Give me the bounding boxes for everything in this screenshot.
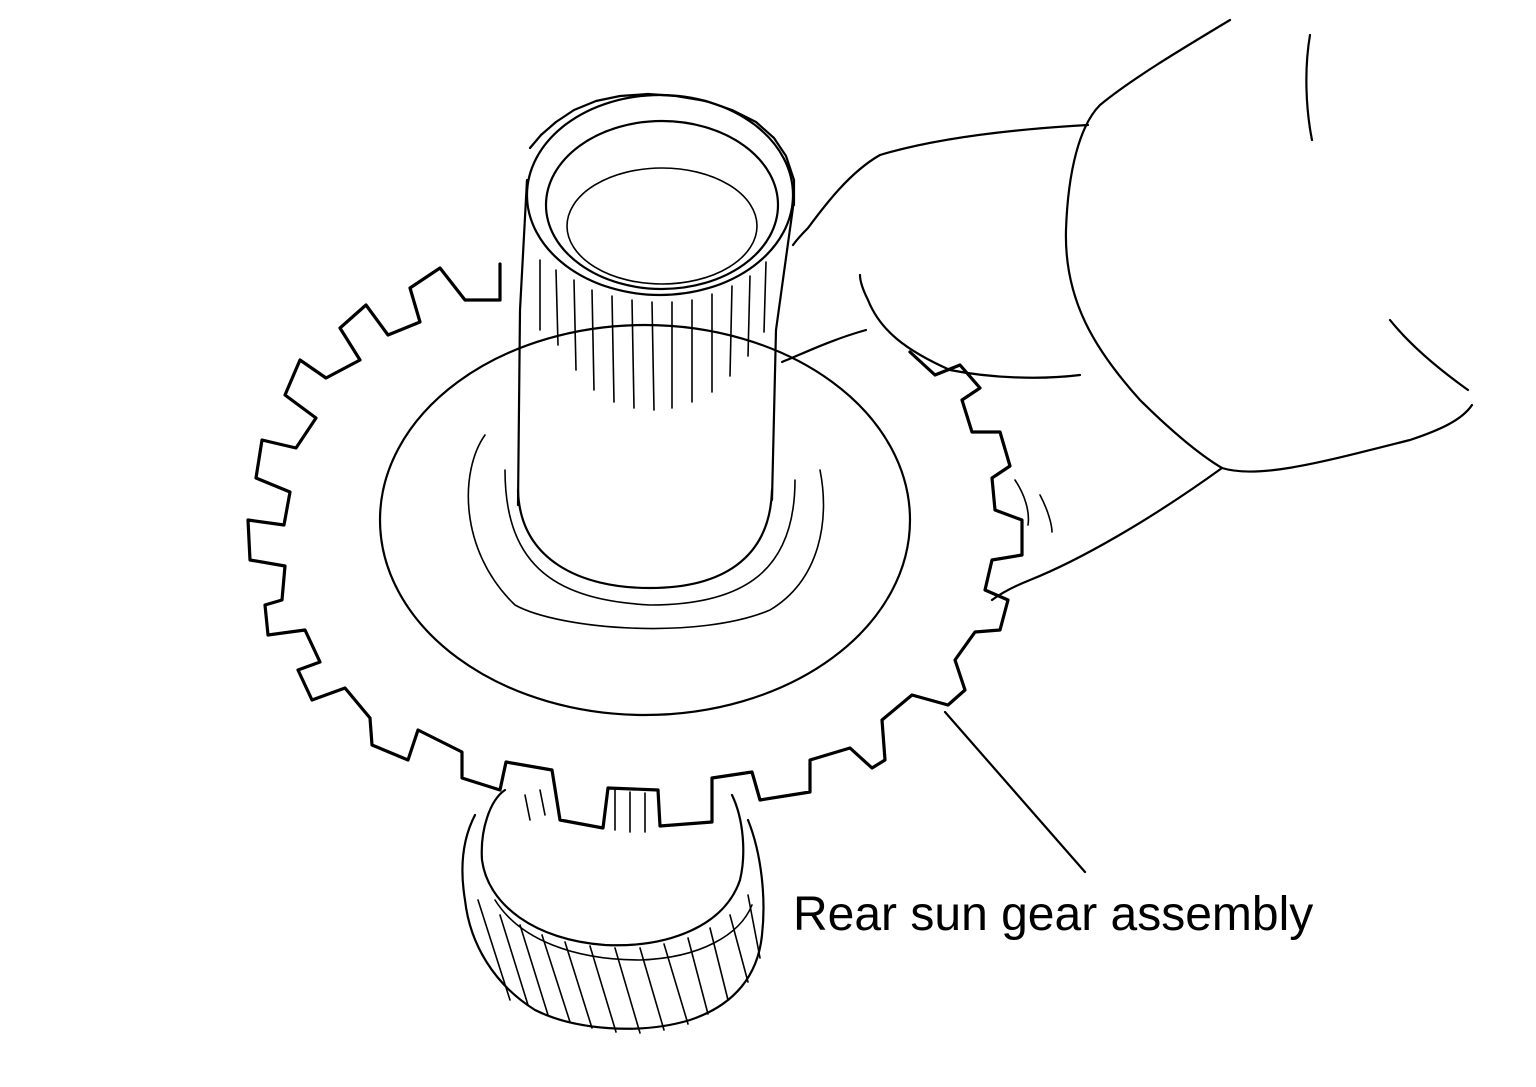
upper-splined-shaft [467, 92, 825, 630]
flange-plate [246, 262, 1024, 830]
callout-label: Rear sun gear assembly [793, 888, 1313, 941]
hand-drawing [780, 18, 1474, 602]
lower-helical-gear [461, 788, 765, 1034]
callout-leader-line [943, 710, 1087, 874]
